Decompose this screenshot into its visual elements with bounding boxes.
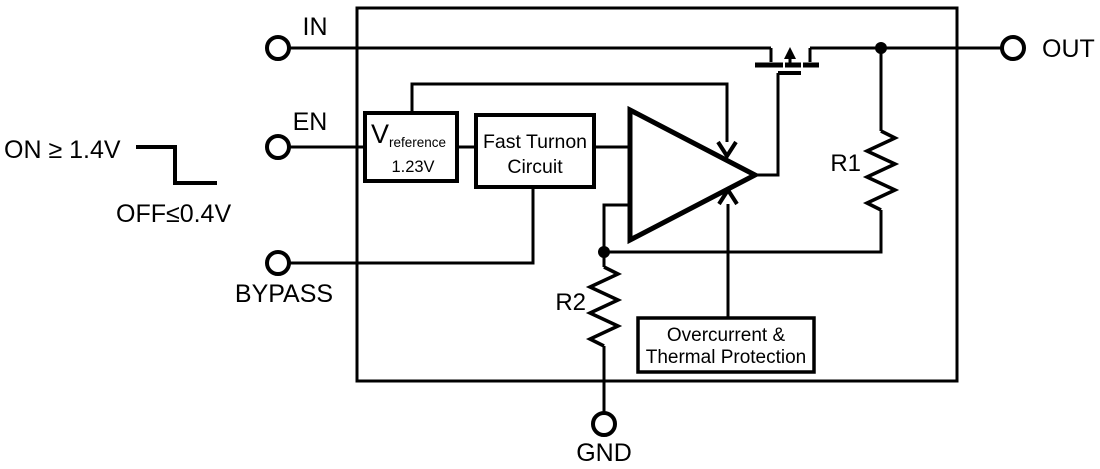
wire-r1-feedback [604,210,883,254]
opamp-body [627,105,761,245]
wire-amp-to-gate [755,73,780,177]
vref-block: V reference 1.23V [363,111,459,183]
arrowhead-down-icon [716,140,738,160]
protection-box [636,316,816,374]
protection-block: Overcurrent & Thermal Protection [636,316,816,374]
terminal-circle-icon [265,250,291,276]
pmos-pass-transistor-icon [755,47,819,75]
pin-en: EN [265,108,328,160]
opamp-triangle-icon [627,105,761,245]
terminal-circle-icon [265,35,291,61]
wire-bypass [289,187,535,265]
pin-gnd: GND [576,411,632,467]
resistor-r1-icon [862,129,900,212]
fast-turnon-line1: Fast Turnon [483,131,587,153]
resistor-r2-icon [585,265,623,348]
off-threshold-label: OFF≤0.4V [116,200,231,228]
terminal-circle-icon [1000,35,1026,61]
vref-subscript: reference [389,135,446,150]
output-node-dot [875,42,887,54]
terminal-circle-icon [591,411,617,437]
feedback-node-dot [598,246,610,258]
protection-line2: Thermal Protection [646,347,807,368]
protection-line1: Overcurrent & [667,325,786,346]
vref-value: 1.23V [391,158,434,176]
fast-turnon-block: Fast Turnon Circuit [474,113,596,189]
vref-symbol: V [371,119,389,149]
pin-en-label: EN [293,108,328,136]
enable-threshold-annotation: ON ≥ 1.4V OFF≤0.4V [4,136,231,228]
fet-body-arrowhead-icon [784,47,796,59]
pin-bypass-label: BYPASS [235,280,333,308]
arrowhead-up-icon [717,186,739,206]
pin-bypass: BYPASS [235,250,333,308]
wire-node-to-amp [602,203,629,252]
pin-in-label: IN [303,13,328,41]
fast-turnon-line2: Circuit [507,156,563,178]
r2-label: R2 [555,289,586,316]
on-threshold-label: ON ≥ 1.4V [4,136,121,164]
terminal-circle-icon [265,134,291,160]
resistor-zigzag [862,129,900,212]
wire-vref-to-amp [410,82,729,142]
pin-in: IN [265,13,328,61]
resistor-zigzag [585,265,623,348]
ic-boundary-box [355,6,959,383]
pin-out-label: OUT [1042,35,1095,63]
pin-out: OUT [1000,35,1095,63]
falling-step-waveform-icon [136,145,217,185]
pin-gnd-label: GND [576,439,632,467]
vref-box [363,111,459,183]
fast-turnon-box [474,113,596,189]
r1-label: R1 [830,150,861,177]
